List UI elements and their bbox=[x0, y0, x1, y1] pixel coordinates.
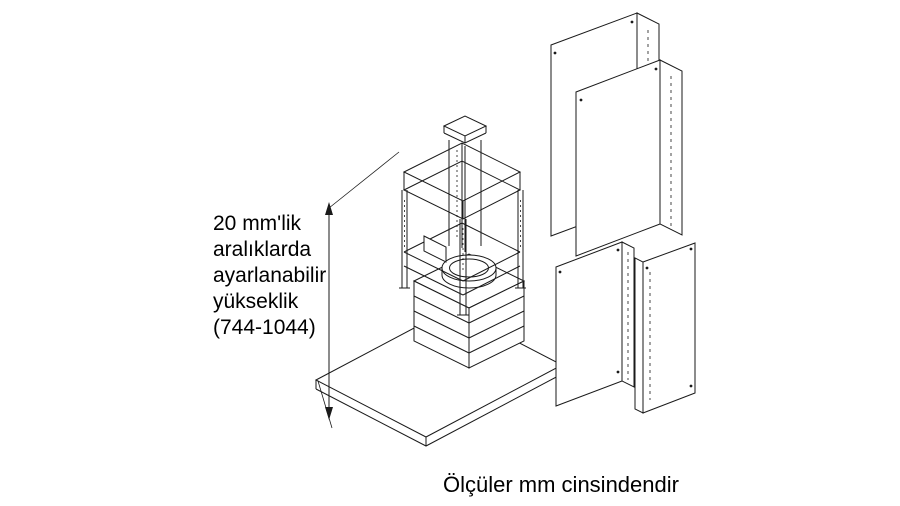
up-arrowhead-icon bbox=[325, 202, 333, 215]
chimney-cover-upper-front bbox=[575, 59, 683, 257]
hood-layer-lines bbox=[413, 295, 525, 354]
cover-flange bbox=[621, 241, 635, 388]
cover-face bbox=[642, 242, 696, 414]
annotation-line-2: aralıklarda bbox=[213, 238, 311, 261]
duct-top-flange bbox=[442, 115, 488, 137]
down-arrowhead-icon bbox=[325, 407, 333, 420]
annotation-line-3: ayarlanabilir bbox=[213, 264, 326, 287]
junction-box bbox=[423, 235, 447, 263]
chimney-cover-lower-right bbox=[634, 242, 696, 414]
annotation-line-5: (744-1044) bbox=[213, 316, 316, 339]
mounting-frame bbox=[399, 142, 526, 316]
cover-face bbox=[555, 241, 623, 407]
height-annotation: 20 mm'lik aralıklarda ayarlanabilir yüks… bbox=[213, 212, 326, 339]
telescopic-duct bbox=[442, 115, 488, 252]
extension-line-bottom bbox=[317, 380, 333, 429]
frame-lower-band bbox=[403, 222, 521, 296]
units-caption: Ölçüler mm cinsindendir bbox=[443, 472, 679, 497]
extension-line-top bbox=[328, 151, 400, 209]
cover-flange bbox=[634, 257, 644, 414]
annotation-line-4: yükseklik bbox=[213, 290, 299, 313]
annotation-line-1: 20 mm'lik bbox=[213, 212, 302, 235]
chimney-cover-lower-left bbox=[555, 241, 635, 407]
height-dimension bbox=[317, 151, 400, 429]
frame-posts bbox=[399, 161, 526, 316]
cover-face bbox=[575, 59, 661, 257]
frame-slot-holes bbox=[404, 200, 521, 272]
air-outlet bbox=[441, 254, 497, 289]
